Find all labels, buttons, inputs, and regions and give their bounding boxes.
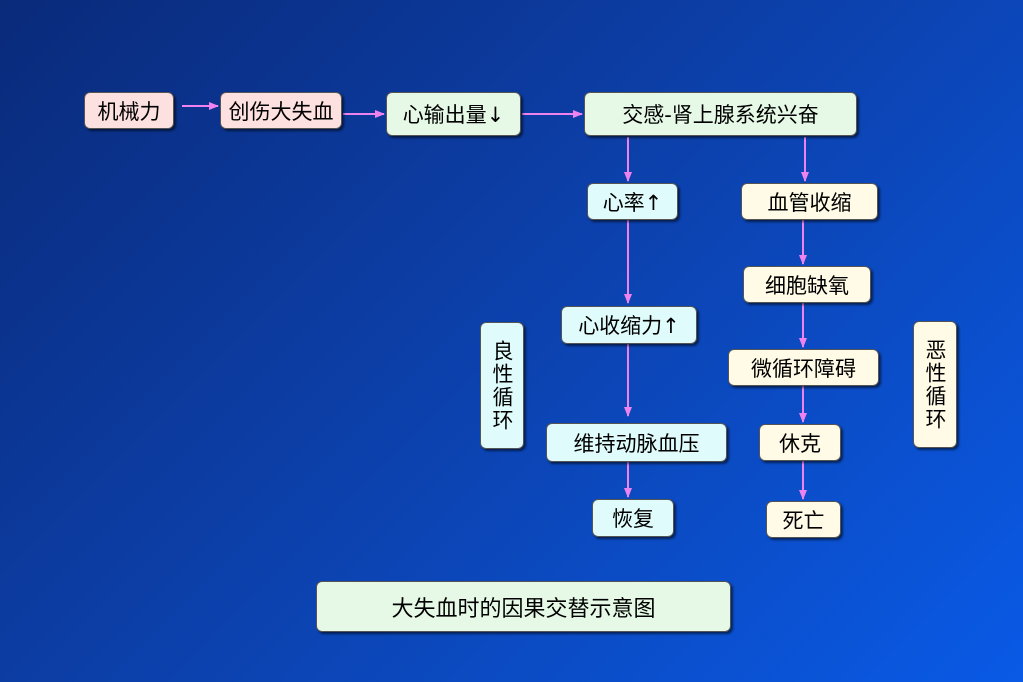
node-recovery: 恢复 [592,499,674,537]
node-sympathetic: 交感-肾上腺系统兴奋 [584,92,857,136]
diagram-caption: 大失血时的因果交替示意图 [316,581,731,632]
node-death: 死亡 [766,501,841,538]
node-mechanical-force: 机械力 [84,92,174,129]
node-shock: 休克 [759,424,841,461]
node-microcirculation: 微循环障碍 [728,349,879,386]
node-heart-rate: 心率↑ [587,183,678,220]
node-cell-hypoxia: 细胞缺氧 [743,266,871,303]
node-maintain-bp: 维持动脉血压 [546,423,727,462]
node-cardiac-output: 心输出量↓ [386,92,521,136]
node-contractility: 心收缩力↑ [561,306,697,344]
node-trauma-blood-loss: 创伤大失血 [220,92,342,129]
label-benign-cycle: 良性循环 [480,322,524,449]
label-vicious-cycle: 恶性循环 [913,321,957,448]
node-vasoconstriction: 血管收缩 [741,183,878,220]
